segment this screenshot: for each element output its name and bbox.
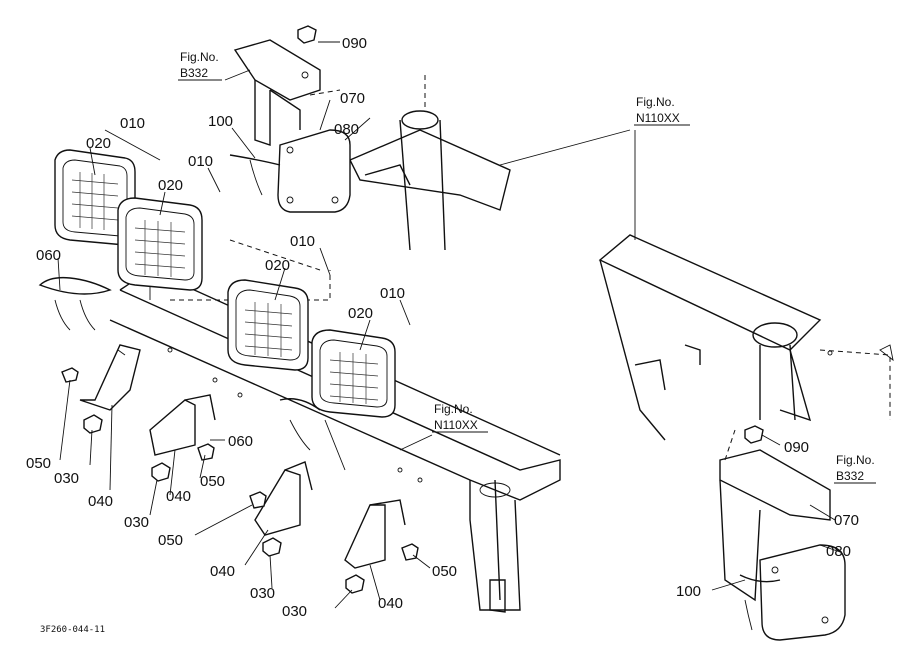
bracket-040-b	[149, 394, 216, 456]
bracket-040-a	[79, 344, 141, 411]
part-label-070-right: 070	[834, 512, 859, 529]
part-label-050-b: 050	[200, 473, 225, 490]
fig-ref-n110xx-top-line1[interactable]: Fig.No.	[636, 95, 675, 109]
wire-harnesses	[38, 154, 346, 471]
part-label-050-c: 050	[158, 532, 183, 549]
nuts-bolts	[61, 25, 764, 594]
part-label-030-a: 030	[54, 470, 79, 487]
work-light-d	[311, 329, 396, 418]
part-label-010-c: 010	[290, 233, 315, 250]
part-label-020-d: 020	[348, 305, 373, 322]
leader-lines	[57, 41, 841, 609]
fig-ref-n110xx-top-line2[interactable]: N110XX	[636, 111, 680, 125]
part-label-020-c: 020	[265, 257, 290, 274]
part-label-090-right: 090	[784, 439, 809, 456]
fig-ref-b332-top-line2[interactable]: B332	[180, 66, 208, 80]
work-light-top	[277, 129, 351, 213]
part-label-020-b: 020	[158, 177, 183, 194]
right-frame-assembly	[598, 234, 894, 641]
part-label-030-b: 030	[124, 514, 149, 531]
part-label-040-b: 040	[166, 488, 191, 505]
fig-ref-b332-top-line1[interactable]: Fig.No.	[180, 50, 219, 64]
part-number-labels: 090 070 080 100 010 020 010 020 010 020 …	[26, 35, 859, 620]
part-label-040-d: 040	[378, 595, 403, 612]
part-label-100-top: 100	[208, 113, 233, 130]
part-label-020-a: 020	[86, 135, 111, 152]
upper-mount-assembly	[233, 39, 511, 251]
part-label-010-b: 010	[188, 153, 213, 170]
part-label-060-left: 060	[36, 247, 61, 264]
part-label-050-d: 050	[432, 563, 457, 580]
part-label-050-a: 050	[26, 455, 51, 472]
part-label-040-c: 040	[210, 563, 235, 580]
figure-references: Fig.No. B332 Fig.No. N110XX Fig.No. N110…	[178, 50, 876, 484]
bracket-040-c	[254, 461, 313, 536]
work-light-c	[227, 279, 309, 371]
part-label-080-top: 080	[334, 121, 359, 138]
main-frame	[109, 239, 561, 613]
fig-ref-b332-right-line2[interactable]: B332	[836, 469, 864, 483]
drawing-code: 3F260-044-11	[40, 625, 105, 635]
part-label-090-top: 090	[342, 35, 367, 52]
part-label-010-a: 010	[120, 115, 145, 132]
bracket-040-d	[344, 499, 406, 569]
fig-ref-b332-right-line1[interactable]: Fig.No.	[836, 453, 875, 467]
part-label-070-top: 070	[340, 90, 365, 107]
fig-ref-n110xx-mid-line2[interactable]: N110XX	[434, 418, 478, 432]
part-label-100-right: 100	[676, 583, 701, 600]
fig-ref-n110xx-mid-line1[interactable]: Fig.No.	[434, 402, 473, 416]
part-label-040-a: 040	[88, 493, 113, 510]
part-label-010-d: 010	[380, 285, 405, 302]
part-label-080-right: 080	[826, 543, 851, 560]
part-label-060-mid: 060	[228, 433, 253, 450]
part-label-030-d: 030	[282, 603, 307, 620]
part-label-030-c: 030	[250, 585, 275, 602]
work-light-b	[117, 197, 203, 291]
